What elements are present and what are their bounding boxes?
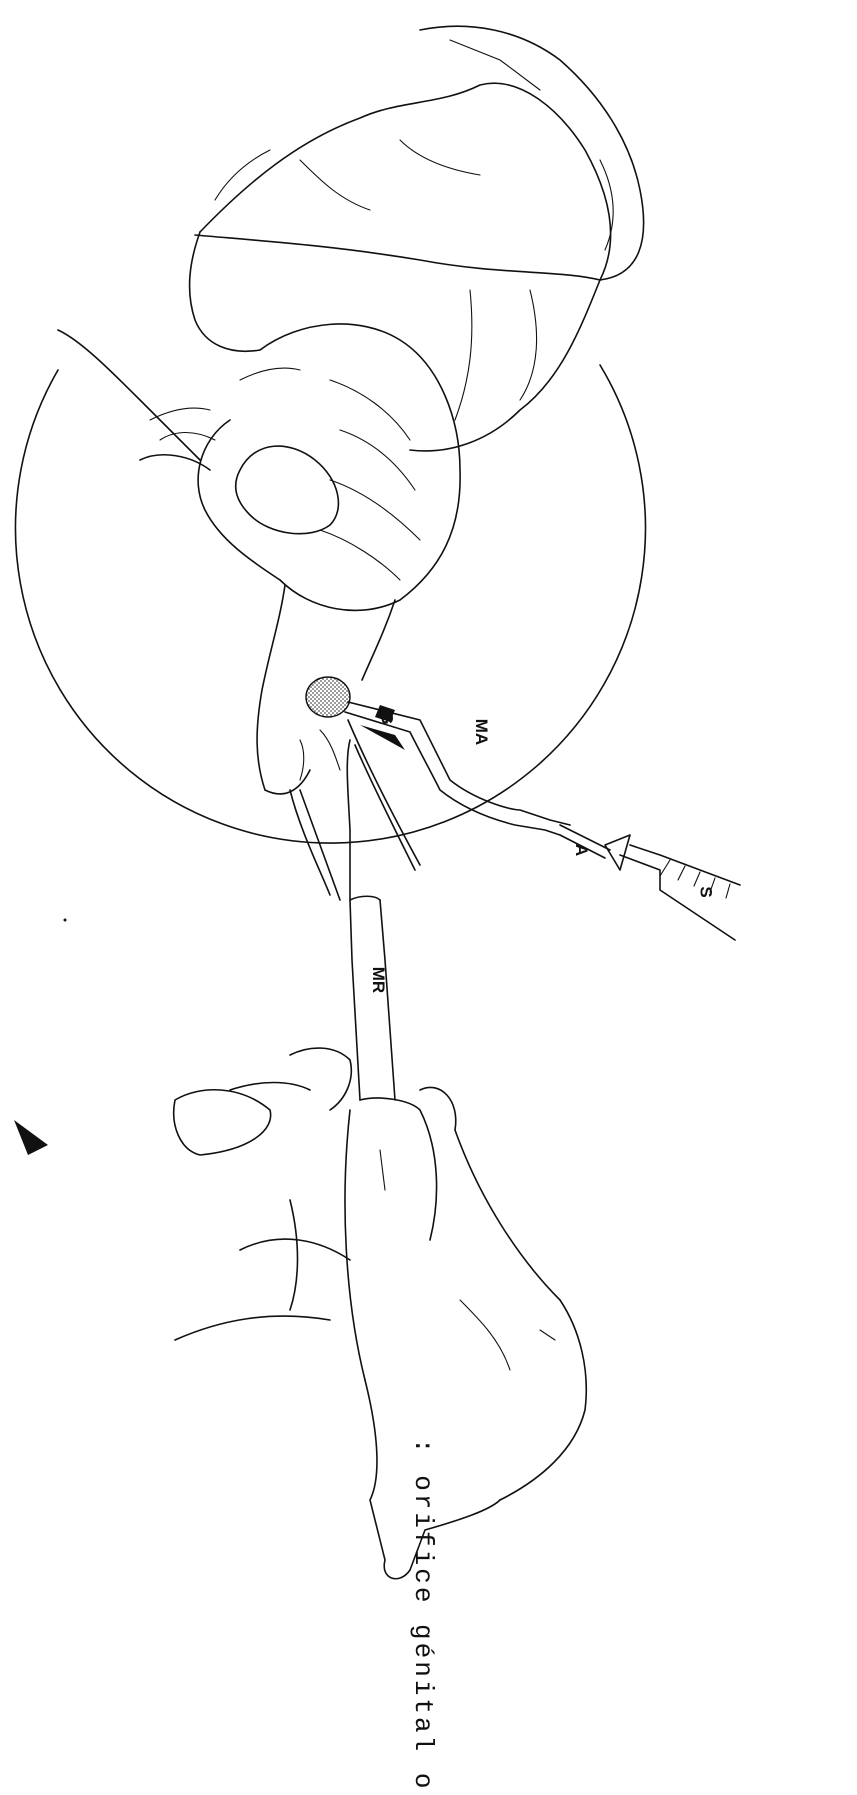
legend-arrow-icon	[14, 1120, 48, 1155]
label-ma: MA	[471, 719, 491, 745]
snail-shell	[190, 26, 644, 451]
legend-text: : orifice génital o	[408, 1438, 438, 1791]
label-a: A	[571, 844, 591, 856]
label-mr: MR	[368, 967, 388, 993]
snail-body	[58, 324, 460, 610]
snail-head	[257, 585, 395, 900]
label-g: G	[377, 711, 397, 724]
retractor-mr	[347, 720, 420, 1100]
hand-bottom	[174, 1048, 587, 1579]
stray-dot	[64, 919, 67, 922]
genital-zone	[306, 677, 350, 717]
pipette-ma	[345, 702, 740, 940]
field-circle	[15, 365, 645, 843]
label-s: S	[696, 886, 716, 897]
